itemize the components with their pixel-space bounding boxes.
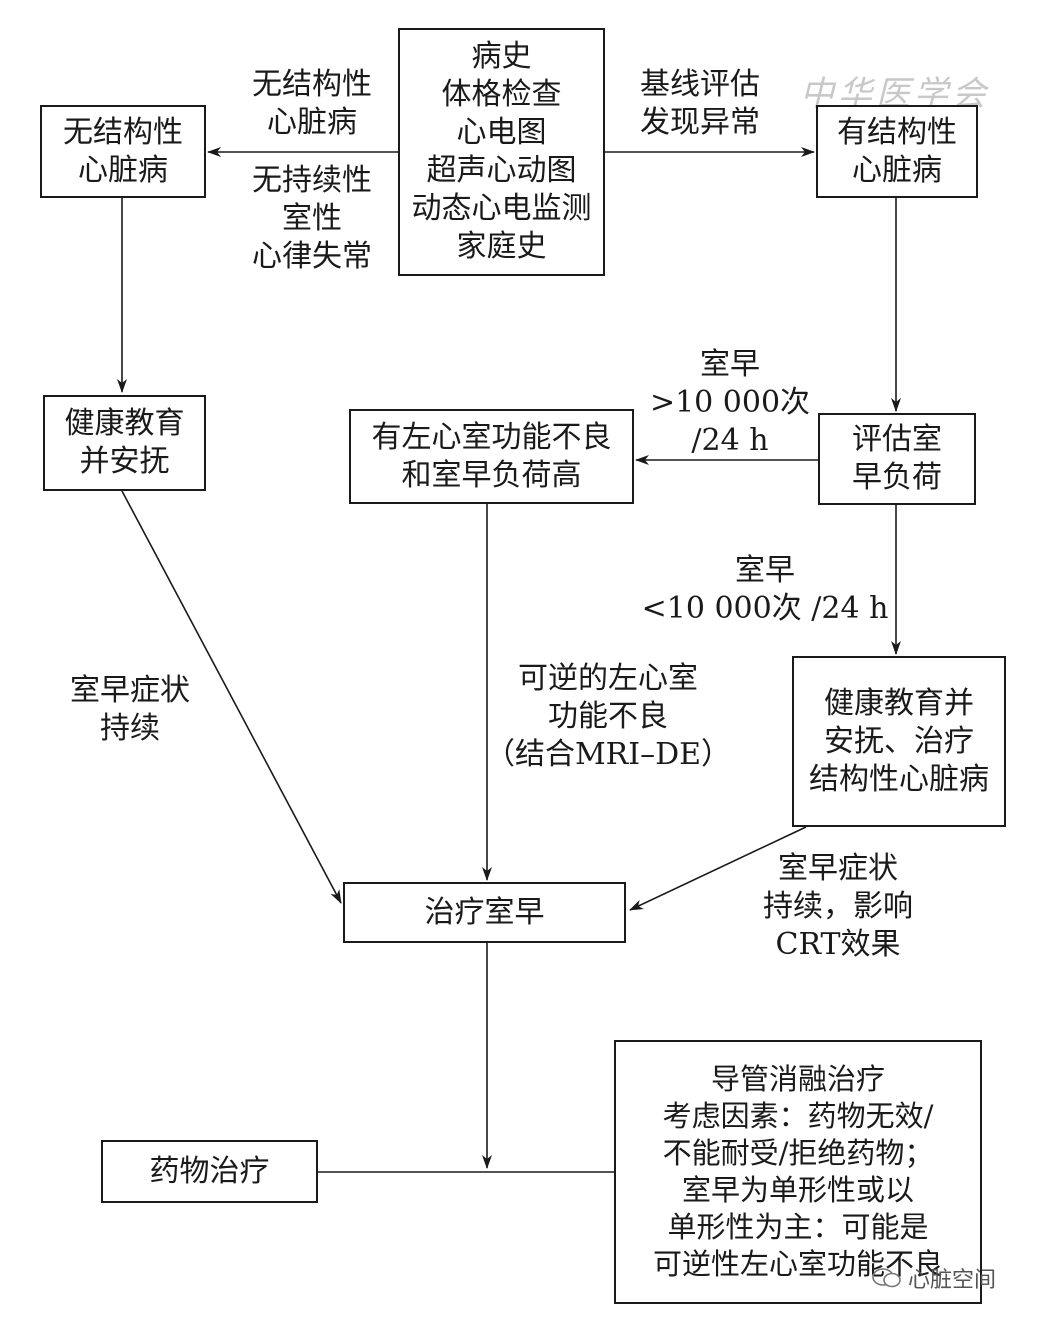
box-assess-pvc-burden: 评估室 早负荷 <box>818 413 976 505</box>
arrow-health-edu-left-to-treat <box>121 490 342 904</box>
box-lv-dysfunction-high-burden: 有左心室功能不良 和室早负荷高 <box>349 409 634 504</box>
item-ecg: 心电图 <box>456 115 547 150</box>
item-physical-exam: 体格检查 <box>441 77 562 112</box>
box-catheter-ablation: 导管消融治疗 考虑因素：药物无效/ 不能耐受/拒绝药物； 室早为单形性或以 单形… <box>614 1040 982 1304</box>
label-pvc-low-burden: 室早 <10 000次 /24 h <box>641 553 889 626</box>
item-holter: 动态心电监测 <box>411 191 592 226</box>
box-assessment-items: 病史 体格检查 心电图 超声心动图 动态心电监测 家庭史 <box>398 28 605 276</box>
box-no-structural-heart-disease: 无结构性 心脏病 <box>40 105 206 198</box>
label-no-structural: 无结构性 心脏病 <box>252 67 372 140</box>
label-pvc-high-burden: 室早 >10 000次 /24 h <box>649 347 811 458</box>
item-history: 病史 <box>471 39 532 74</box>
box-treat-pvc: 治疗室早 <box>343 882 626 943</box>
chat-bubble-icon <box>872 1267 902 1289</box>
arrow-health-edu-right-to-treat <box>629 826 807 911</box>
brand-watermark: 心脏空间 <box>872 1262 996 1294</box>
label-no-sustained-va: 无持续性 室性 心律失常 <box>252 163 372 274</box>
label-symptoms-persist-left: 室早症状 持续 <box>70 673 190 746</box>
box-drug-therapy: 药物治疗 <box>101 1140 318 1203</box>
label-reversible-lv-dysfunction: 可逆的左心室 功能不良 （结合MRI–DE） <box>484 661 732 772</box>
item-family-history: 家庭史 <box>456 229 547 264</box>
box-structural-heart-disease: 有结构性 心脏病 <box>816 105 978 198</box>
box-health-education-left: 健康教育 并安抚 <box>43 395 206 491</box>
item-echocardiogram: 超声心动图 <box>426 153 577 188</box>
box-health-education-right: 健康教育并 安抚、治疗 结构性心脏病 <box>792 656 1006 827</box>
brand-name: 心脏空间 <box>908 1268 997 1293</box>
label-symptoms-crt: 室早症状 持续，影响 CRT效果 <box>763 851 913 962</box>
label-baseline-abnormal: 基线评估 发现异常 <box>640 67 760 140</box>
